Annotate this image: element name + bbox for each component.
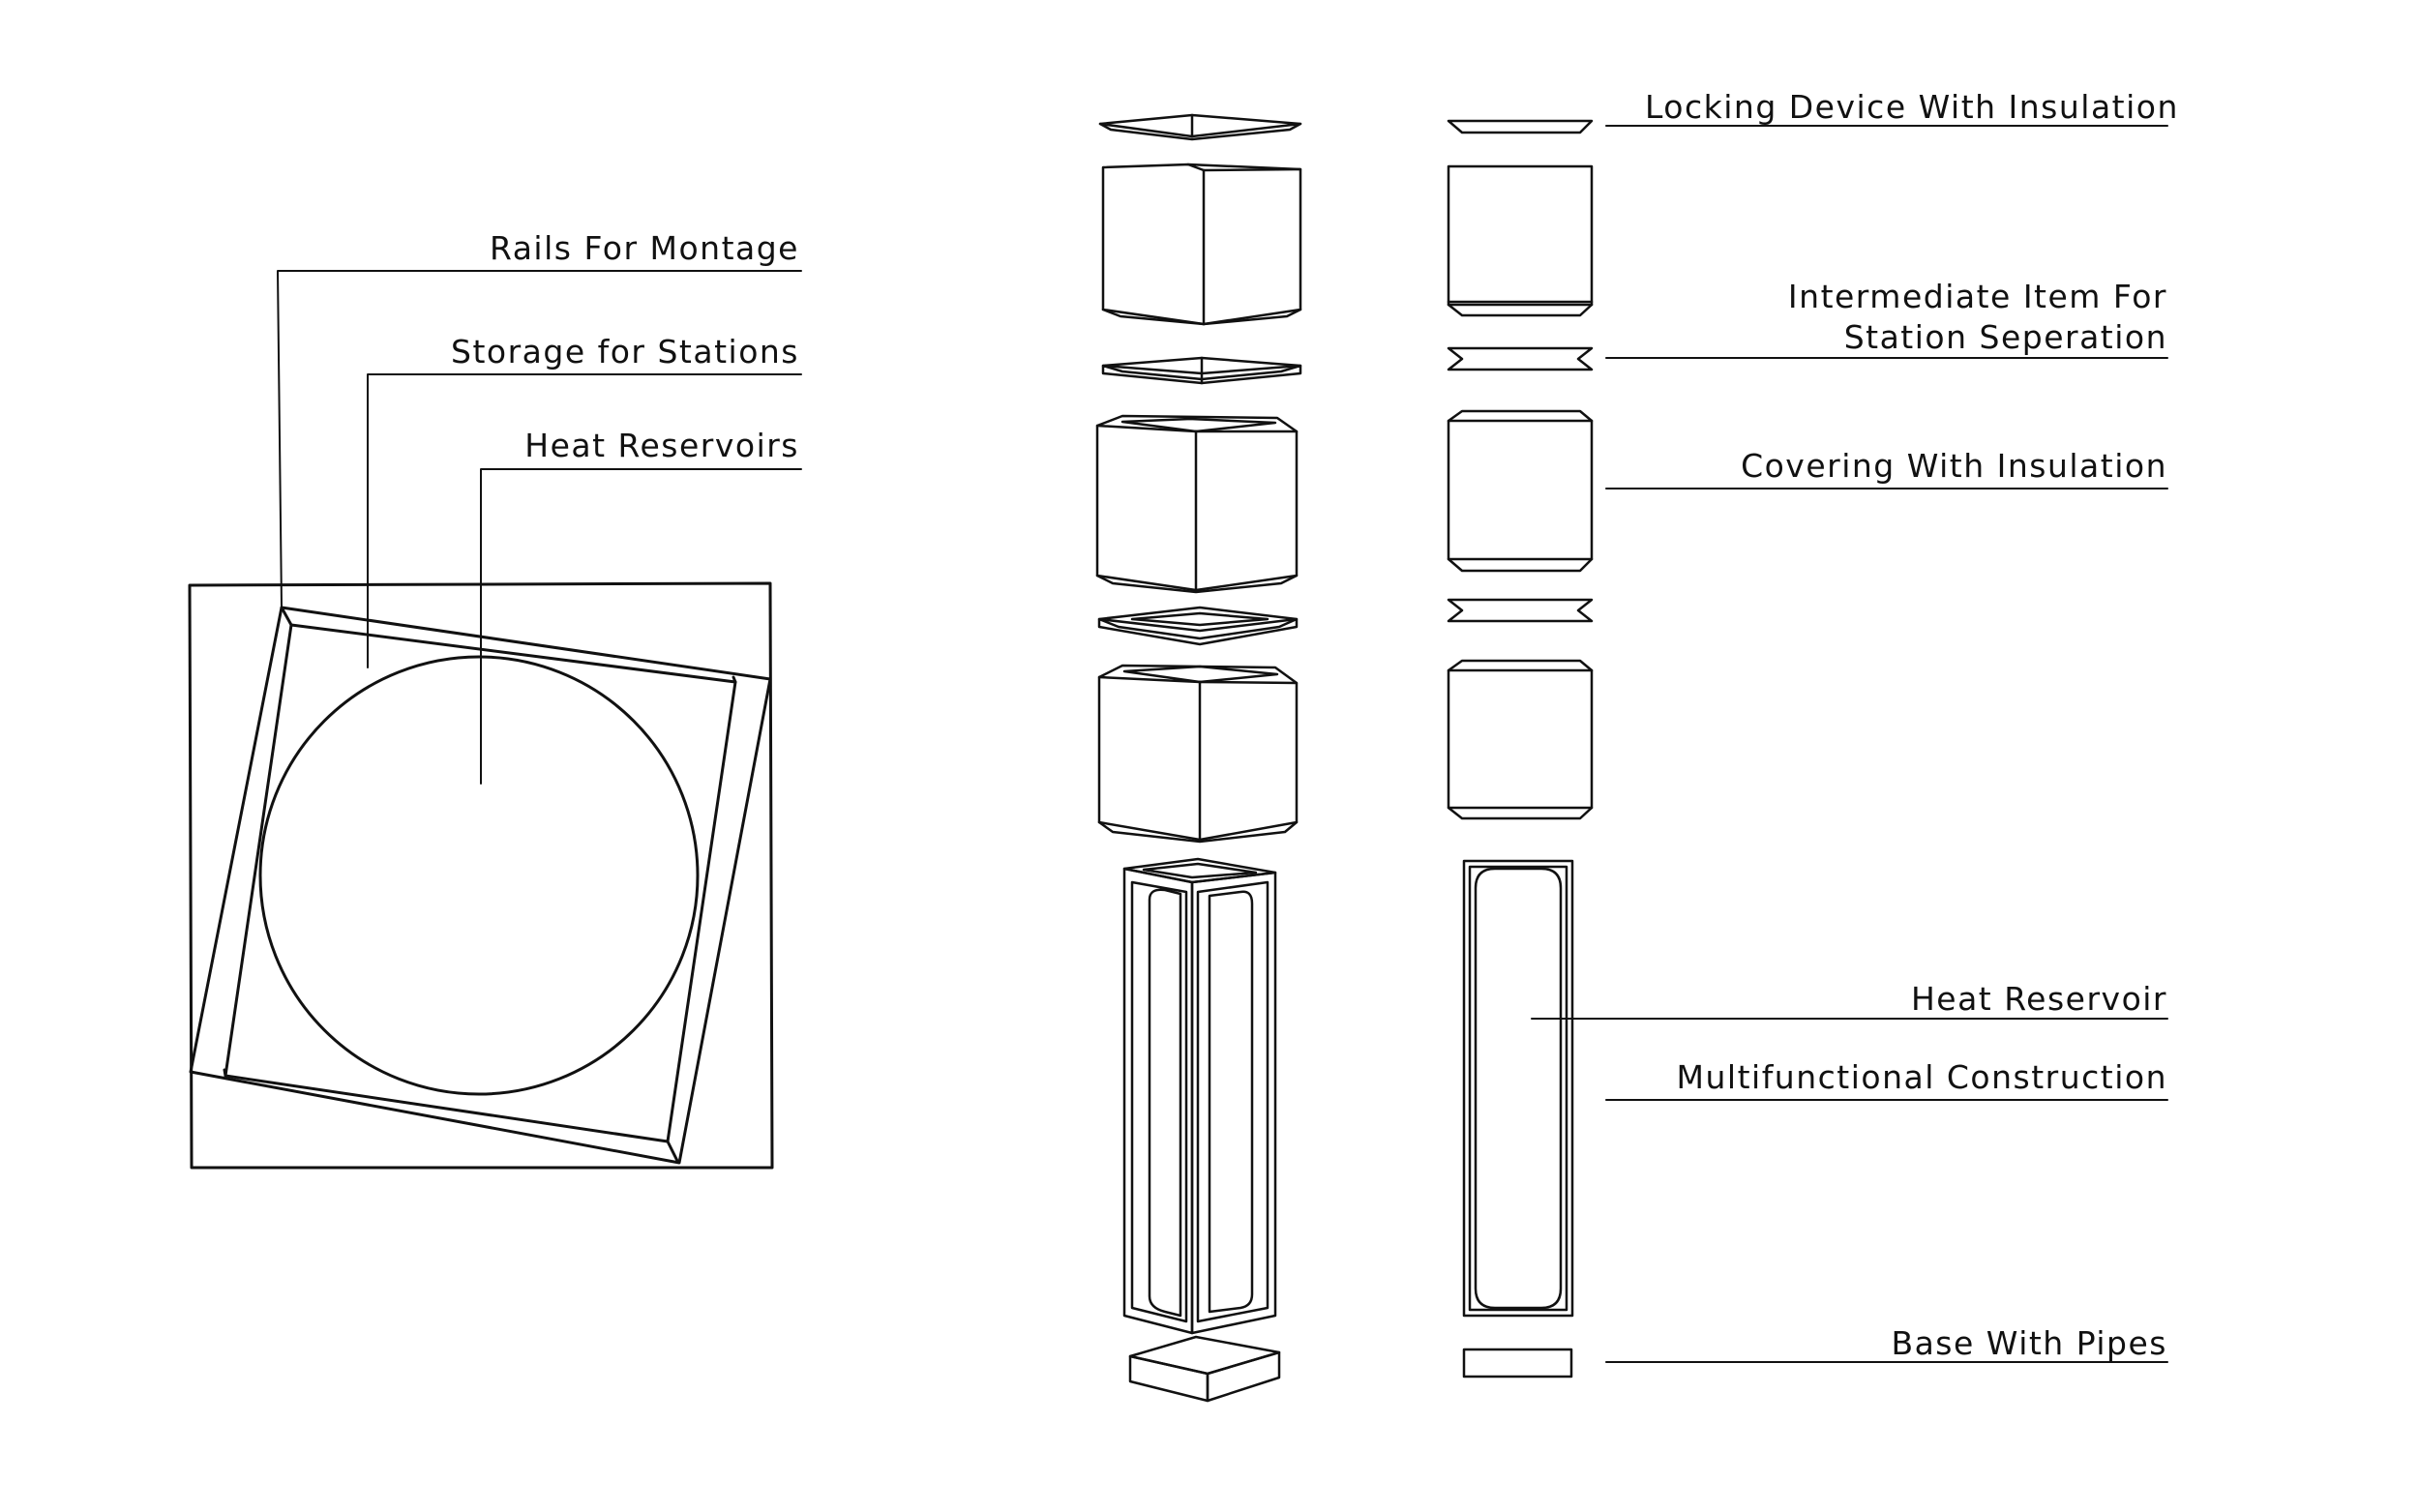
- label-rails-for-montage: Rails For Montage: [490, 229, 799, 267]
- label-heat-reservoir: Heat Reservoir: [1910, 980, 2167, 1018]
- section-stack: [1447, 119, 1594, 1379]
- axo-spacer-1: [1101, 356, 1302, 385]
- label-base-with-pipes: Base With Pipes: [1891, 1324, 2167, 1362]
- label-storage-for-stations: Storage for Stations: [451, 333, 799, 371]
- section-tall-construction: [1462, 859, 1574, 1318]
- section-leaders: [1531, 125, 2168, 1363]
- axonometric-stack: [1095, 113, 1302, 1403]
- section-box-2: [1447, 409, 1594, 573]
- axo-locking-lid: [1098, 113, 1302, 141]
- label-intermediate-line-1: Intermediate Item For: [1787, 278, 2167, 315]
- plan-heat-reservoir-circle: [258, 655, 700, 1096]
- axo-spacer-2: [1097, 606, 1299, 646]
- leader-rails: [277, 270, 802, 608]
- plan-outer-frame: [188, 581, 774, 1170]
- leader-storage: [367, 373, 802, 668]
- label-heat-reservoirs: Heat Reservoirs: [524, 427, 799, 464]
- axo-box-3: [1097, 664, 1299, 844]
- axo-base-slab: [1128, 1335, 1281, 1403]
- axo-box-1: [1101, 163, 1302, 326]
- section-box-1: [1447, 164, 1594, 317]
- section-locking-lid: [1447, 119, 1594, 134]
- section-spacer-1: [1447, 346, 1594, 371]
- section-base: [1462, 1348, 1573, 1379]
- label-intermediate-line-2: Station Seperation: [1843, 318, 2167, 356]
- label-multifunctional-construction: Multifunctional Construction: [1676, 1058, 2167, 1096]
- axo-box-2: [1095, 414, 1299, 594]
- plan-rotated-outer-square: [189, 606, 772, 1165]
- label-locking-device: Locking Device With Insulation: [1645, 88, 2179, 126]
- leader-heat-reservoirs: [480, 468, 802, 785]
- plan-view: [188, 270, 802, 1170]
- section-box-3: [1447, 659, 1594, 820]
- axo-tall-construction: [1122, 857, 1277, 1335]
- section-spacer-2: [1447, 598, 1594, 623]
- label-covering-with-insulation: Covering With Insulation: [1741, 447, 2167, 485]
